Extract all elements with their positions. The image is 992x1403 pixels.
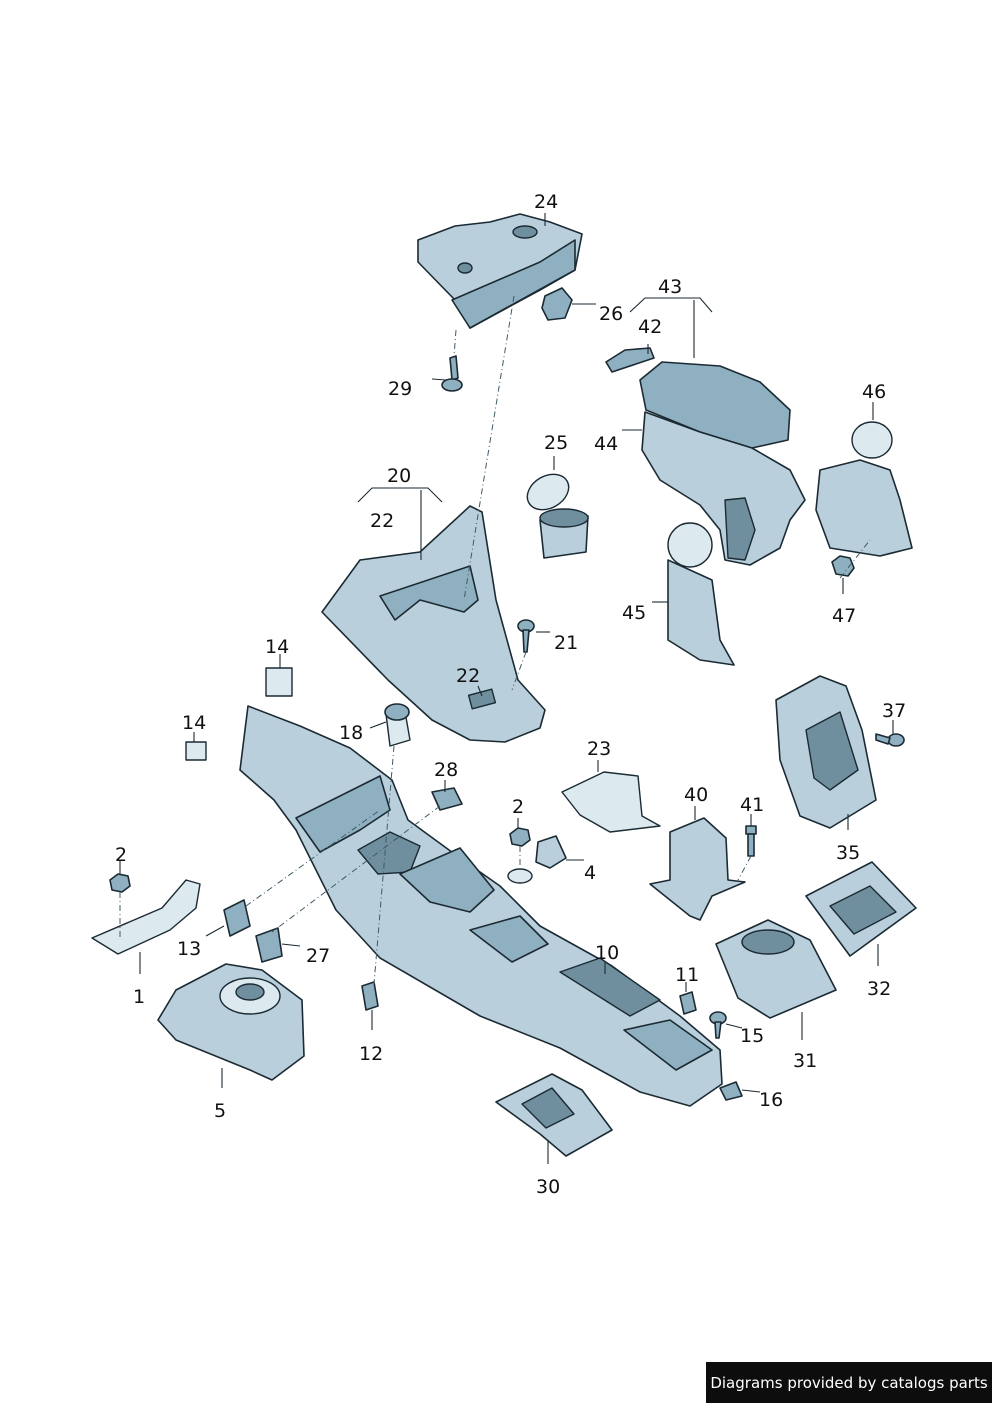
part-45-bracket [667,522,735,666]
callout-12: 12 [359,1043,384,1065]
part-16-clip [719,1081,743,1101]
part-12-clip [361,981,379,1011]
callout-20: 20 [387,465,412,487]
callout-1: 1 [133,986,146,1008]
part-41-bolt [745,825,757,857]
part-24-storage-tray [417,213,583,329]
part-23-cover [561,771,661,833]
callout-47: 47 [832,605,857,627]
callout-11: 11 [675,964,700,986]
part-28-cap [431,787,463,811]
callout-28: 28 [434,759,459,781]
part-26-clip [541,287,573,321]
part-15-screw [709,1011,727,1039]
part-27-clip [255,927,283,963]
part-20-console-front [321,505,546,743]
callout-10: 10 [595,942,620,964]
callout-31: 31 [793,1050,818,1072]
part-1-bracket [91,879,201,955]
callout-5: 5 [214,1100,227,1122]
part-2-nut-left [109,873,131,893]
part-29-screw [441,355,463,392]
part-30-trim-frame [495,1073,613,1157]
credit-banner: Diagrams provided by catalogs parts [706,1362,992,1403]
callout-42: 42 [638,316,663,338]
part-14-pad-lower [185,741,207,761]
part-40-mounting-bracket [649,817,746,921]
callout-46: 46 [862,381,887,403]
callout-35: 35 [836,842,861,864]
callout-2-right: 2 [512,796,525,818]
part-2-nut-right [509,827,531,847]
callout-29: 29 [388,378,413,400]
leader-lines [119,213,894,1164]
callout-16: 16 [759,1089,784,1111]
callout-27: 27 [306,945,331,967]
callout-37: 37 [882,700,907,722]
part-21-screw [517,619,535,653]
part-35-switch-housing [775,675,877,829]
callout-22-upper: 22 [370,510,395,532]
callout-14-upper: 14 [265,636,290,658]
part-4-bracket [535,835,567,869]
part-5-gear-base [157,963,305,1081]
part-18-socket [384,703,411,747]
part-44-armrest [639,361,806,566]
part-25-cup-holder [526,473,589,559]
callout-13: 13 [177,938,202,960]
callout-45: 45 [622,602,647,624]
callout-18: 18 [339,722,364,744]
callout-25: 25 [544,432,569,454]
callout-30: 30 [536,1176,561,1198]
callout-2-left: 2 [115,844,128,866]
part-42-pad [605,347,655,373]
part-13-clip [223,899,251,937]
callout-4: 4 [584,862,597,884]
callout-15: 15 [740,1025,765,1047]
part-10-main-console [239,705,723,1107]
callout-26: 26 [599,303,624,325]
callout-21: 21 [554,632,579,654]
callout-14-lower: 14 [182,712,207,734]
part-37-screw [875,733,905,747]
callout-41: 41 [740,794,765,816]
callout-44: 44 [594,433,619,455]
callout-22-lower: 22 [456,665,481,687]
part-11-clip [679,991,697,1015]
callout-23: 23 [587,738,612,760]
part-31-cup-holder [715,919,837,1019]
callout-40: 40 [684,784,709,806]
callout-32: 32 [867,978,892,1000]
callout-43: 43 [658,276,683,298]
callout-24: 24 [534,191,559,213]
part-14-pad-upper [265,667,293,697]
part-46-hinge [815,421,913,557]
part-47-nut [831,555,855,577]
